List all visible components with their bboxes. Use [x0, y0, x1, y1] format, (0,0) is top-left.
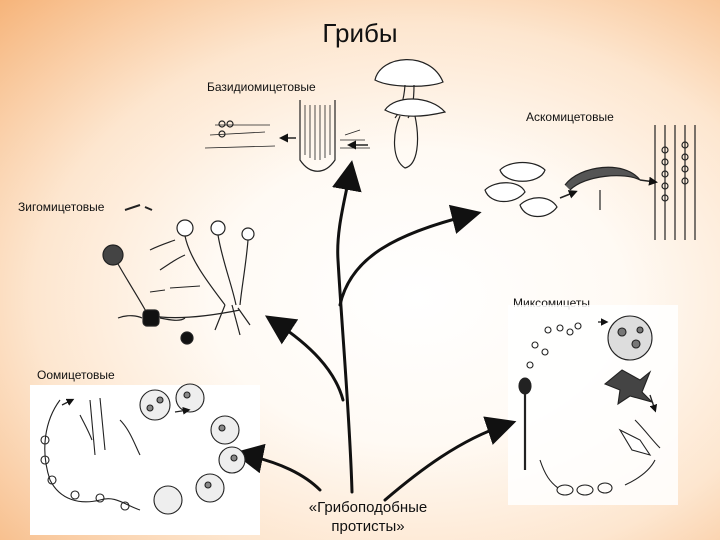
basidiomycetes-illustration	[204, 59, 447, 172]
mushroom-stem-small	[394, 115, 419, 169]
branch-to-myxomycetes-arrow	[383, 416, 517, 502]
hyphae-loop	[44, 399, 141, 511]
branch-to-zygomycetes-arrow	[264, 315, 345, 402]
basidium-section	[299, 100, 336, 172]
trunk-to-basidiomycetes-arrow	[332, 160, 362, 494]
label-ascomycetes: Аскомицетовые	[526, 110, 614, 124]
sporangium-dark	[102, 244, 124, 266]
ascomycetes-illustration	[484, 125, 696, 240]
branch-to-oomycetes-arrow	[233, 443, 322, 492]
apothecium-cup-1	[499, 161, 546, 182]
zygomycetes-illustration	[102, 204, 255, 345]
mushroom-cap-small	[384, 98, 447, 117]
plasmodium	[607, 315, 653, 361]
diagram-title: Грибы	[322, 18, 398, 48]
apothecium-cup-3	[519, 197, 558, 218]
root-label-line2: протисты»	[331, 518, 405, 535]
zygospore	[142, 309, 160, 327]
oogonium-1	[139, 389, 171, 421]
label-basidiomycetes: Базидиомицетовые	[207, 80, 316, 94]
mushroom-cap-large	[374, 59, 444, 87]
label-oomycetes: Оомицетовые	[37, 368, 115, 382]
ascocarp-section	[564, 166, 641, 191]
asci-tubes	[654, 125, 696, 240]
root-label: «Грибоподобные протисты»	[293, 498, 443, 536]
label-zygomycetes: Зигомицетовые	[18, 200, 105, 214]
oomycetes-illustration	[40, 383, 246, 515]
branch-to-ascomycetes-arrow	[338, 204, 482, 307]
fruiting-body	[603, 369, 654, 406]
root-label-line1: «Грибоподобные	[308, 499, 428, 516]
myxomycetes-illustration	[518, 315, 661, 496]
apothecium-cup-2	[484, 182, 526, 203]
